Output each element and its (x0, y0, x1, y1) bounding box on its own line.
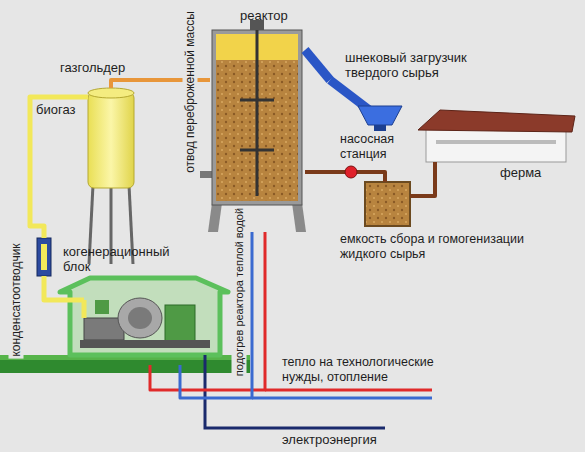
node-label: шнековый загрузчик твердого сырья (345, 50, 485, 80)
edge-label: биогаз (36, 102, 75, 117)
heat-output-label: тепло на технологические нужды, отоплени… (282, 355, 454, 385)
gas-holder-drawing (88, 88, 134, 264)
power-label: электроэнергия (282, 432, 377, 447)
heating-label: подогрев реактора теплой водой (232, 206, 247, 378)
pipe-connector (44, 276, 55, 300)
node-label: когенерационный блок (63, 244, 193, 274)
outlet-label: отвод переброженной массы (183, 9, 198, 175)
heat-return-line (252, 397, 432, 400)
cogeneration-drawing (55, 278, 228, 355)
pump-label: насосная станция (340, 132, 402, 162)
pipe-connector (410, 162, 435, 196)
farm-building: ферма (420, 110, 575, 162)
ground (0, 355, 250, 373)
collection-tank: емкость сбора и гомогенизации жидкого сы… (365, 182, 410, 226)
cogeneration-unit: когенерационный блок (55, 244, 230, 365)
condensate-trap: конденсатоотводчик (37, 238, 51, 276)
node-label: ферма (500, 165, 541, 180)
gas-holder: газгольдер (88, 88, 134, 266)
node-label: конденсатоотводчик (9, 241, 24, 358)
node-label: реактор (240, 8, 288, 23)
reactor-drawing (200, 20, 306, 232)
tank-drawing (365, 182, 410, 226)
screw-loader: шнековый загрузчик твердого сырья (330, 60, 405, 132)
farm-drawing (418, 110, 575, 162)
trap-drawing (37, 238, 51, 276)
heat-supply-line (265, 389, 432, 392)
node-label: емкость сбора и гомогенизации жидкого сы… (340, 232, 555, 262)
pump-symbol (345, 166, 357, 178)
screw-loader-drawing (330, 80, 402, 131)
reactor: реактор (210, 30, 305, 232)
pipe-connector (305, 50, 330, 80)
node-label: газгольдер (60, 60, 125, 75)
pipe-connector (30, 97, 88, 238)
